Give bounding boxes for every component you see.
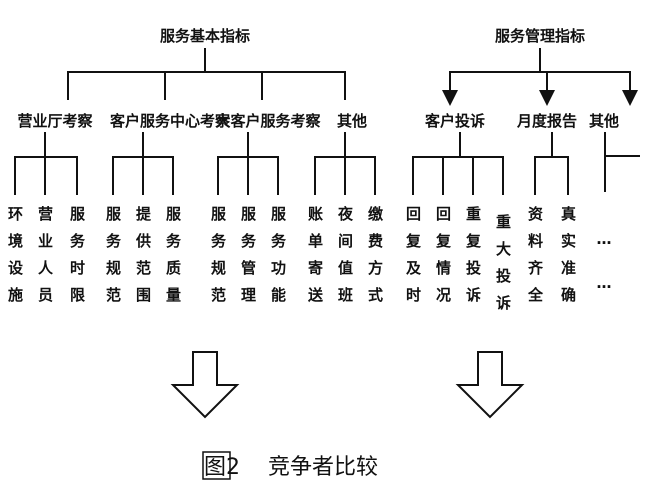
- group-label: 客户投诉: [424, 112, 485, 130]
- leaf-item: 环境设施: [6, 206, 24, 314]
- figure-label-box: [202, 451, 231, 480]
- ellipsis: …: [597, 274, 612, 292]
- figure-caption: 竞争者比较: [268, 455, 378, 480]
- group-label: 大客户服务考察: [215, 112, 321, 130]
- leaf-item: 服务质量: [164, 206, 182, 314]
- left-tree-title: 服务基本指标: [160, 27, 250, 45]
- leaf-item: 账单寄送: [306, 206, 324, 314]
- leaf-item: 夜间值班: [336, 206, 354, 314]
- group-label: 月度报告: [516, 112, 577, 130]
- leaf-item: 营业人员: [36, 206, 54, 314]
- leaf-item: 真实准确: [559, 206, 577, 314]
- group-label: 其他: [589, 112, 619, 130]
- leaf-item: 服务管理: [239, 206, 257, 314]
- leaf-item: 缴费方式: [366, 206, 384, 314]
- leaf-item: 服务时限: [68, 206, 86, 314]
- group-label: 客户服务中心考察: [109, 112, 231, 130]
- leaf-item: 资料齐全: [526, 206, 544, 314]
- leaf-item: 回复情况: [434, 206, 452, 314]
- leaf-item: 服务规范: [209, 206, 227, 314]
- ellipsis: …: [597, 230, 612, 248]
- right-tree-title: 服务管理指标: [495, 27, 585, 45]
- hollow-down-arrow-icon: [455, 351, 525, 419]
- leaf-item: 提供范围: [134, 206, 152, 314]
- group-label: 营业厅考察: [17, 112, 93, 130]
- hollow-down-arrow-icon: [170, 351, 240, 419]
- leaf-item: 重复投诉: [464, 206, 482, 314]
- figure-number: 图2: [204, 455, 240, 480]
- leaf-item: 服务规范: [104, 206, 122, 314]
- leaf-item: 服务功能: [269, 206, 287, 314]
- group-label: 其他: [337, 112, 367, 130]
- leaf-item: 重大投诉: [494, 214, 512, 322]
- leaf-item: 回复及时: [404, 206, 422, 314]
